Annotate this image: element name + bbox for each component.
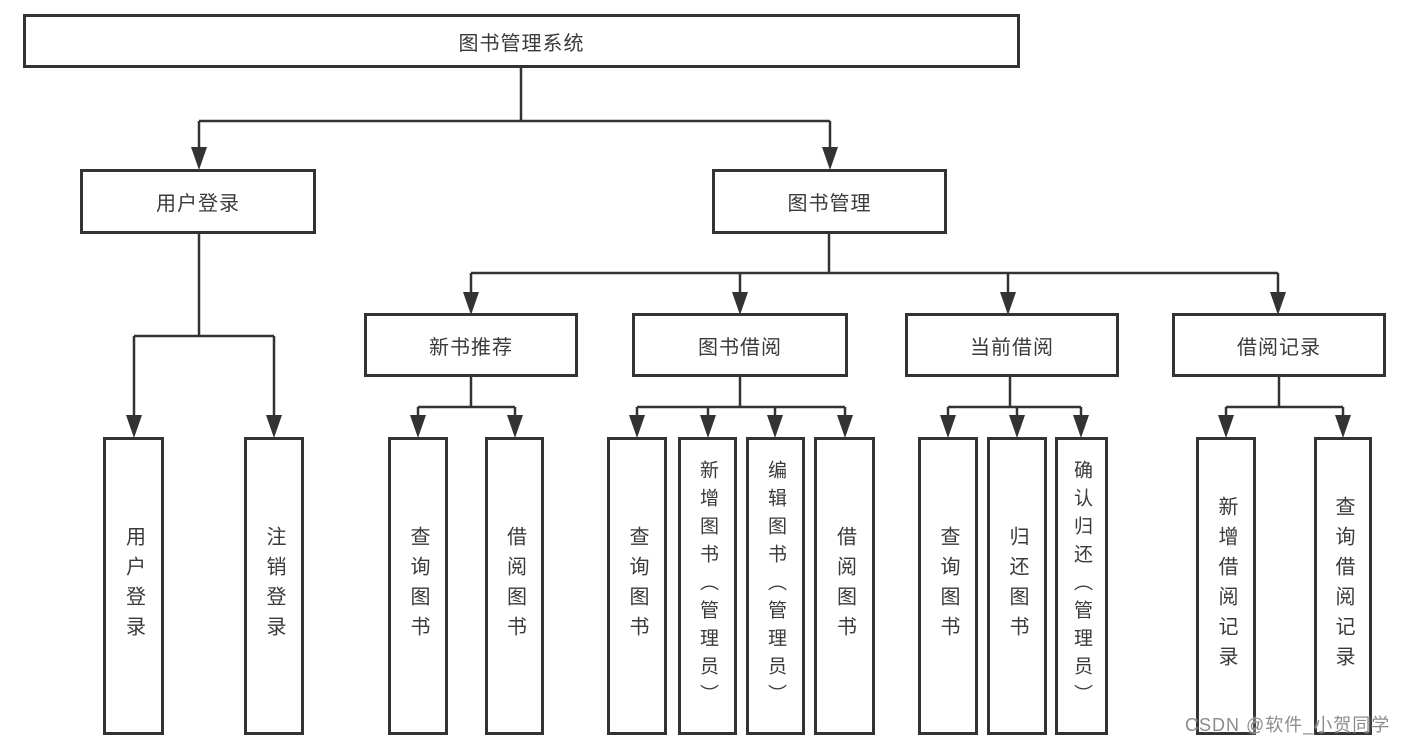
connector-user-login-children	[132, 233, 276, 420]
arrowhead	[732, 292, 748, 315]
watermark: CSDN @软件_小贺同学	[1185, 715, 1391, 735]
node-borrow-records-label: 借阅记录	[1237, 336, 1321, 359]
leaf-records-add-record: 新增借阅记录	[1196, 437, 1256, 735]
arrowhead	[410, 415, 426, 438]
leaf-borrow-borrow-books-label: 借阅图书	[833, 526, 856, 646]
arrowhead	[463, 292, 479, 315]
arrowhead	[507, 415, 523, 438]
leaf-current-query-books: 查询图书	[918, 437, 978, 735]
leaf-user-login-label: 用户登录	[122, 526, 145, 646]
arrowhead	[266, 415, 282, 438]
node-borrow-records: 借阅记录	[1172, 313, 1386, 377]
leaf-borrow-edit-books-admin: 编辑图书（管理员）	[746, 437, 805, 735]
leaf-borrow-query-books: 查询图书	[607, 437, 667, 735]
arrowhead	[1009, 415, 1025, 438]
arrowhead	[191, 147, 207, 170]
leaf-borrow-query-books-label: 查询图书	[626, 526, 648, 646]
connector-new-rec-children	[416, 377, 517, 420]
connector-current-borrow-children	[946, 377, 1083, 420]
leaf-borrow-edit-books-admin-label: 编辑图书（管理员）	[765, 460, 786, 712]
node-user-login: 用户登录	[80, 169, 316, 234]
arrowhead	[1335, 415, 1351, 438]
node-new-rec: 新书推荐	[364, 313, 578, 377]
arrowhead	[1218, 415, 1234, 438]
arrowhead	[1073, 415, 1089, 438]
connector-borrow-records-children	[1224, 377, 1345, 420]
leaf-user-login: 用户登录	[103, 437, 164, 735]
leaf-current-return-books: 归还图书	[987, 437, 1047, 735]
node-root: 图书管理系统	[23, 14, 1020, 68]
arrowhead	[1270, 292, 1286, 315]
arrowhead	[1000, 292, 1016, 315]
leaf-new-rec-borrow-books-label: 借阅图书	[503, 526, 526, 646]
connector-paths	[132, 68, 1345, 420]
arrowhead	[629, 415, 645, 438]
leaf-borrow-borrow-books: 借阅图书	[814, 437, 875, 735]
node-book-borrow-label: 图书借阅	[698, 336, 782, 359]
node-user-login-label: 用户登录	[156, 193, 240, 215]
node-book-borrow: 图书借阅	[632, 313, 848, 377]
arrowhead	[767, 415, 783, 438]
connector-arrowheads	[126, 147, 1351, 438]
leaf-current-query-books-label: 查询图书	[937, 526, 959, 646]
node-root-label: 图书管理系统	[458, 32, 585, 55]
leaf-records-query-record-label: 查询借阅记录	[1332, 496, 1354, 676]
connector-book-borrow-children	[635, 377, 847, 420]
arrowhead	[940, 415, 956, 438]
arrowhead	[822, 147, 838, 170]
node-current-borrow: 当前借阅	[905, 313, 1119, 377]
leaf-logout: 注销登录	[244, 437, 304, 735]
leaf-records-query-record: 查询借阅记录	[1314, 437, 1372, 735]
arrowhead	[837, 415, 853, 438]
leaf-current-return-books-label: 归还图书	[1006, 526, 1028, 646]
node-book-mgmt: 图书管理	[712, 169, 947, 234]
arrowhead	[126, 415, 142, 438]
leaf-new-rec-query-books: 查询图书	[388, 437, 448, 735]
node-current-borrow-label: 当前借阅	[970, 336, 1054, 359]
connector-book-mgmt-children	[469, 234, 1280, 297]
leaf-current-confirm-return-admin-label: 确认归还（管理员）	[1071, 460, 1092, 712]
node-new-rec-label: 新书推荐	[429, 336, 513, 359]
connector-root-to-level2	[197, 68, 832, 152]
arrowhead	[700, 415, 716, 438]
leaf-new-rec-borrow-books: 借阅图书	[485, 437, 544, 735]
node-book-mgmt-label: 图书管理	[787, 193, 872, 215]
leaf-logout-label: 注销登录	[263, 526, 285, 646]
leaf-current-confirm-return-admin: 确认归还（管理员）	[1055, 437, 1108, 735]
leaf-borrow-add-books-admin-label: 新增图书（管理员）	[697, 460, 718, 712]
leaf-records-add-record-label: 新增借阅记录	[1215, 496, 1237, 676]
leaf-new-rec-query-books-label: 查询图书	[407, 526, 429, 646]
leaf-borrow-add-books-admin: 新增图书（管理员）	[678, 437, 737, 735]
